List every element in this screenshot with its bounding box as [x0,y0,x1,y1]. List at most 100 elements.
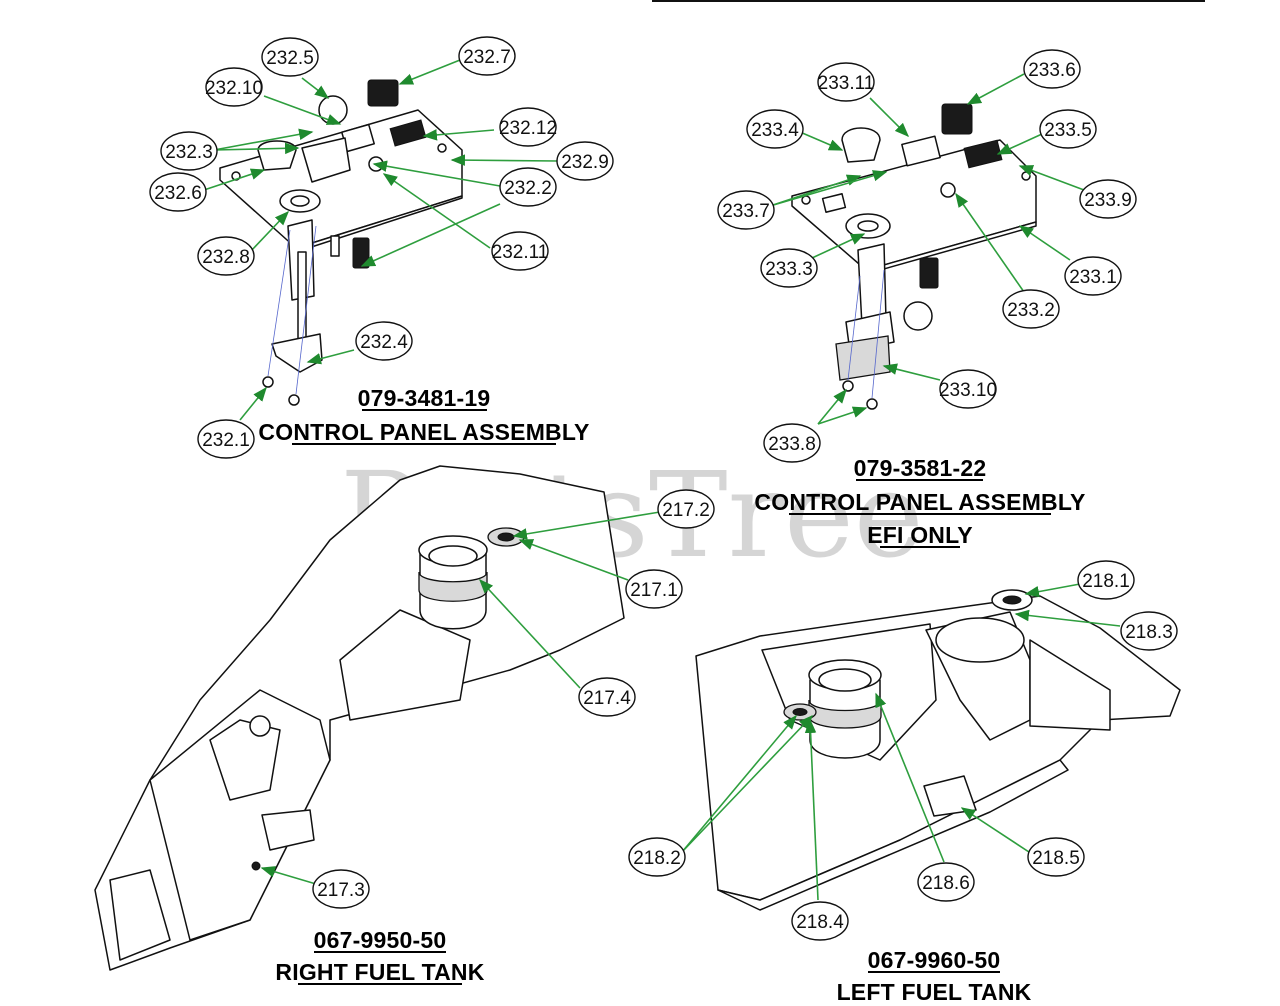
callout-bubble [312,869,370,909]
callout-233-10: 233.10 [939,369,997,409]
callout-label: 232.5 [266,48,314,69]
lt-name: LEFT FUEL TANK [837,979,1032,1005]
callout-label: 232.11 [492,242,549,263]
callout-label: 232.1 [202,430,250,451]
cp2-name: CONTROL PANEL ASSEMBLY [754,489,1085,515]
callout-217-1: 217.1 [625,569,683,609]
callout-label: 218.6 [922,873,970,894]
callout-bubble [1079,179,1137,219]
callout-233-8: 233.8 [763,423,821,463]
rt-name: RIGHT FUEL TANK [275,959,484,985]
callout-label: 233.11 [818,73,875,94]
callout-bubble [458,36,516,76]
callout-bubble [1039,109,1097,149]
callout-233-9: 233.9 [1079,179,1137,219]
callout-bubble [717,190,775,230]
callout-bubble [1064,256,1122,296]
callout-233-11: 233.11 [817,62,875,102]
callout-bubble [939,369,997,409]
callout-bubble [499,167,557,207]
callout-label: 232.6 [154,183,202,204]
callout-label: 232.3 [165,142,213,163]
callout-bubble [149,172,207,212]
cp1-name: CONTROL PANEL ASSEMBLY [258,419,589,445]
callout-bubble [1027,837,1085,877]
left-fuel-tank-drawing [695,589,1181,911]
callout-bubble [160,131,218,171]
callout-label: 233.9 [1084,190,1132,211]
callout-bubble [817,62,875,102]
rt-part-number: 067-9950-50 [314,927,447,953]
callout-bubble [355,321,413,361]
callout-label: 233.1 [1069,267,1117,288]
cp1-part-number: 079-3481-19 [358,385,491,411]
callout-label: 233.4 [751,120,799,141]
callout-label: 232.2 [504,178,552,199]
cp2-note: EFI ONLY [867,522,973,548]
callout-233-5: 233.5 [1039,109,1097,149]
callout-label: 218.1 [1082,571,1130,592]
callout-bubble [261,37,319,77]
callout-233-7: 233.7 [717,190,775,230]
callout-bubble [205,67,263,107]
callout-232-10: 232.10 [205,67,263,107]
callout-bubble [1077,560,1135,600]
callout-label: 233.6 [1028,60,1076,81]
callout-bubble [1002,289,1060,329]
control-panel-1-drawing [219,79,463,406]
callout-label: 233.7 [722,201,770,222]
callout-label: 233.5 [1044,120,1092,141]
callout-217-3: 217.3 [312,869,370,909]
callout-bubble [499,107,557,147]
callout-218-2: 218.2 [628,837,686,877]
callout-label: 218.2 [633,848,681,869]
callout-233-2: 233.2 [1002,289,1060,329]
callout-233-6: 233.6 [1023,49,1081,89]
callout-label: 217.2 [662,500,710,521]
callout-label: 218.5 [1032,848,1080,869]
callout-label: 217.1 [630,580,678,601]
leader-lines [203,59,1121,901]
callout-217-4: 217.4 [578,677,636,717]
callout-232-2: 232.2 [499,167,557,207]
callout-label: 217.3 [317,880,365,901]
callout-label: 233.2 [1007,300,1055,321]
callout-bubble [625,569,683,609]
callout-232-5: 232.5 [261,37,319,77]
callout-233-1: 233.1 [1064,256,1122,296]
callout-bubble [1120,611,1178,651]
callout-232-1: 232.1 [197,419,255,459]
callout-label: 218.4 [796,912,844,933]
callout-232-3: 232.3 [160,131,218,171]
callout-label: 232.4 [360,332,408,353]
callout-label: 233.3 [765,259,813,280]
callout-label: 218.3 [1125,622,1173,643]
callout-bubble [746,109,804,149]
callout-bubble [197,236,255,276]
callout-label: 233.10 [939,380,997,401]
callout-218-6: 218.6 [917,862,975,902]
callout-bubbles: 232.5 232.7 232.10 232.12 232.3 232.9 232.6 232… [149,36,1178,941]
callout-232-12: 232.12 [499,107,557,147]
callout-bubble [628,837,686,877]
callout-bubble [197,419,255,459]
callout-label: 232.7 [463,47,511,68]
lt-part-number: 067-9960-50 [868,947,1001,973]
callout-232-6: 232.6 [149,172,207,212]
callout-bubble [763,423,821,463]
callout-bubble [556,141,614,181]
callout-232-4: 232.4 [355,321,413,361]
callout-bubble [491,231,549,271]
callout-label: 232.9 [561,152,609,173]
callout-label: 232.8 [202,247,250,268]
callout-232-7: 232.7 [458,36,516,76]
assembly-titles: 079-3481-19 CONTROL PANEL ASSEMBLY 079-3… [258,385,1085,1005]
callout-label: 232.10 [205,78,263,99]
cp2-part-number: 079-3581-22 [854,455,987,481]
callout-label: 232.12 [499,118,557,139]
callout-218-1: 218.1 [1077,560,1135,600]
callout-bubble [657,489,715,529]
callout-218-5: 218.5 [1027,837,1085,877]
callout-218-3: 218.3 [1120,611,1178,651]
